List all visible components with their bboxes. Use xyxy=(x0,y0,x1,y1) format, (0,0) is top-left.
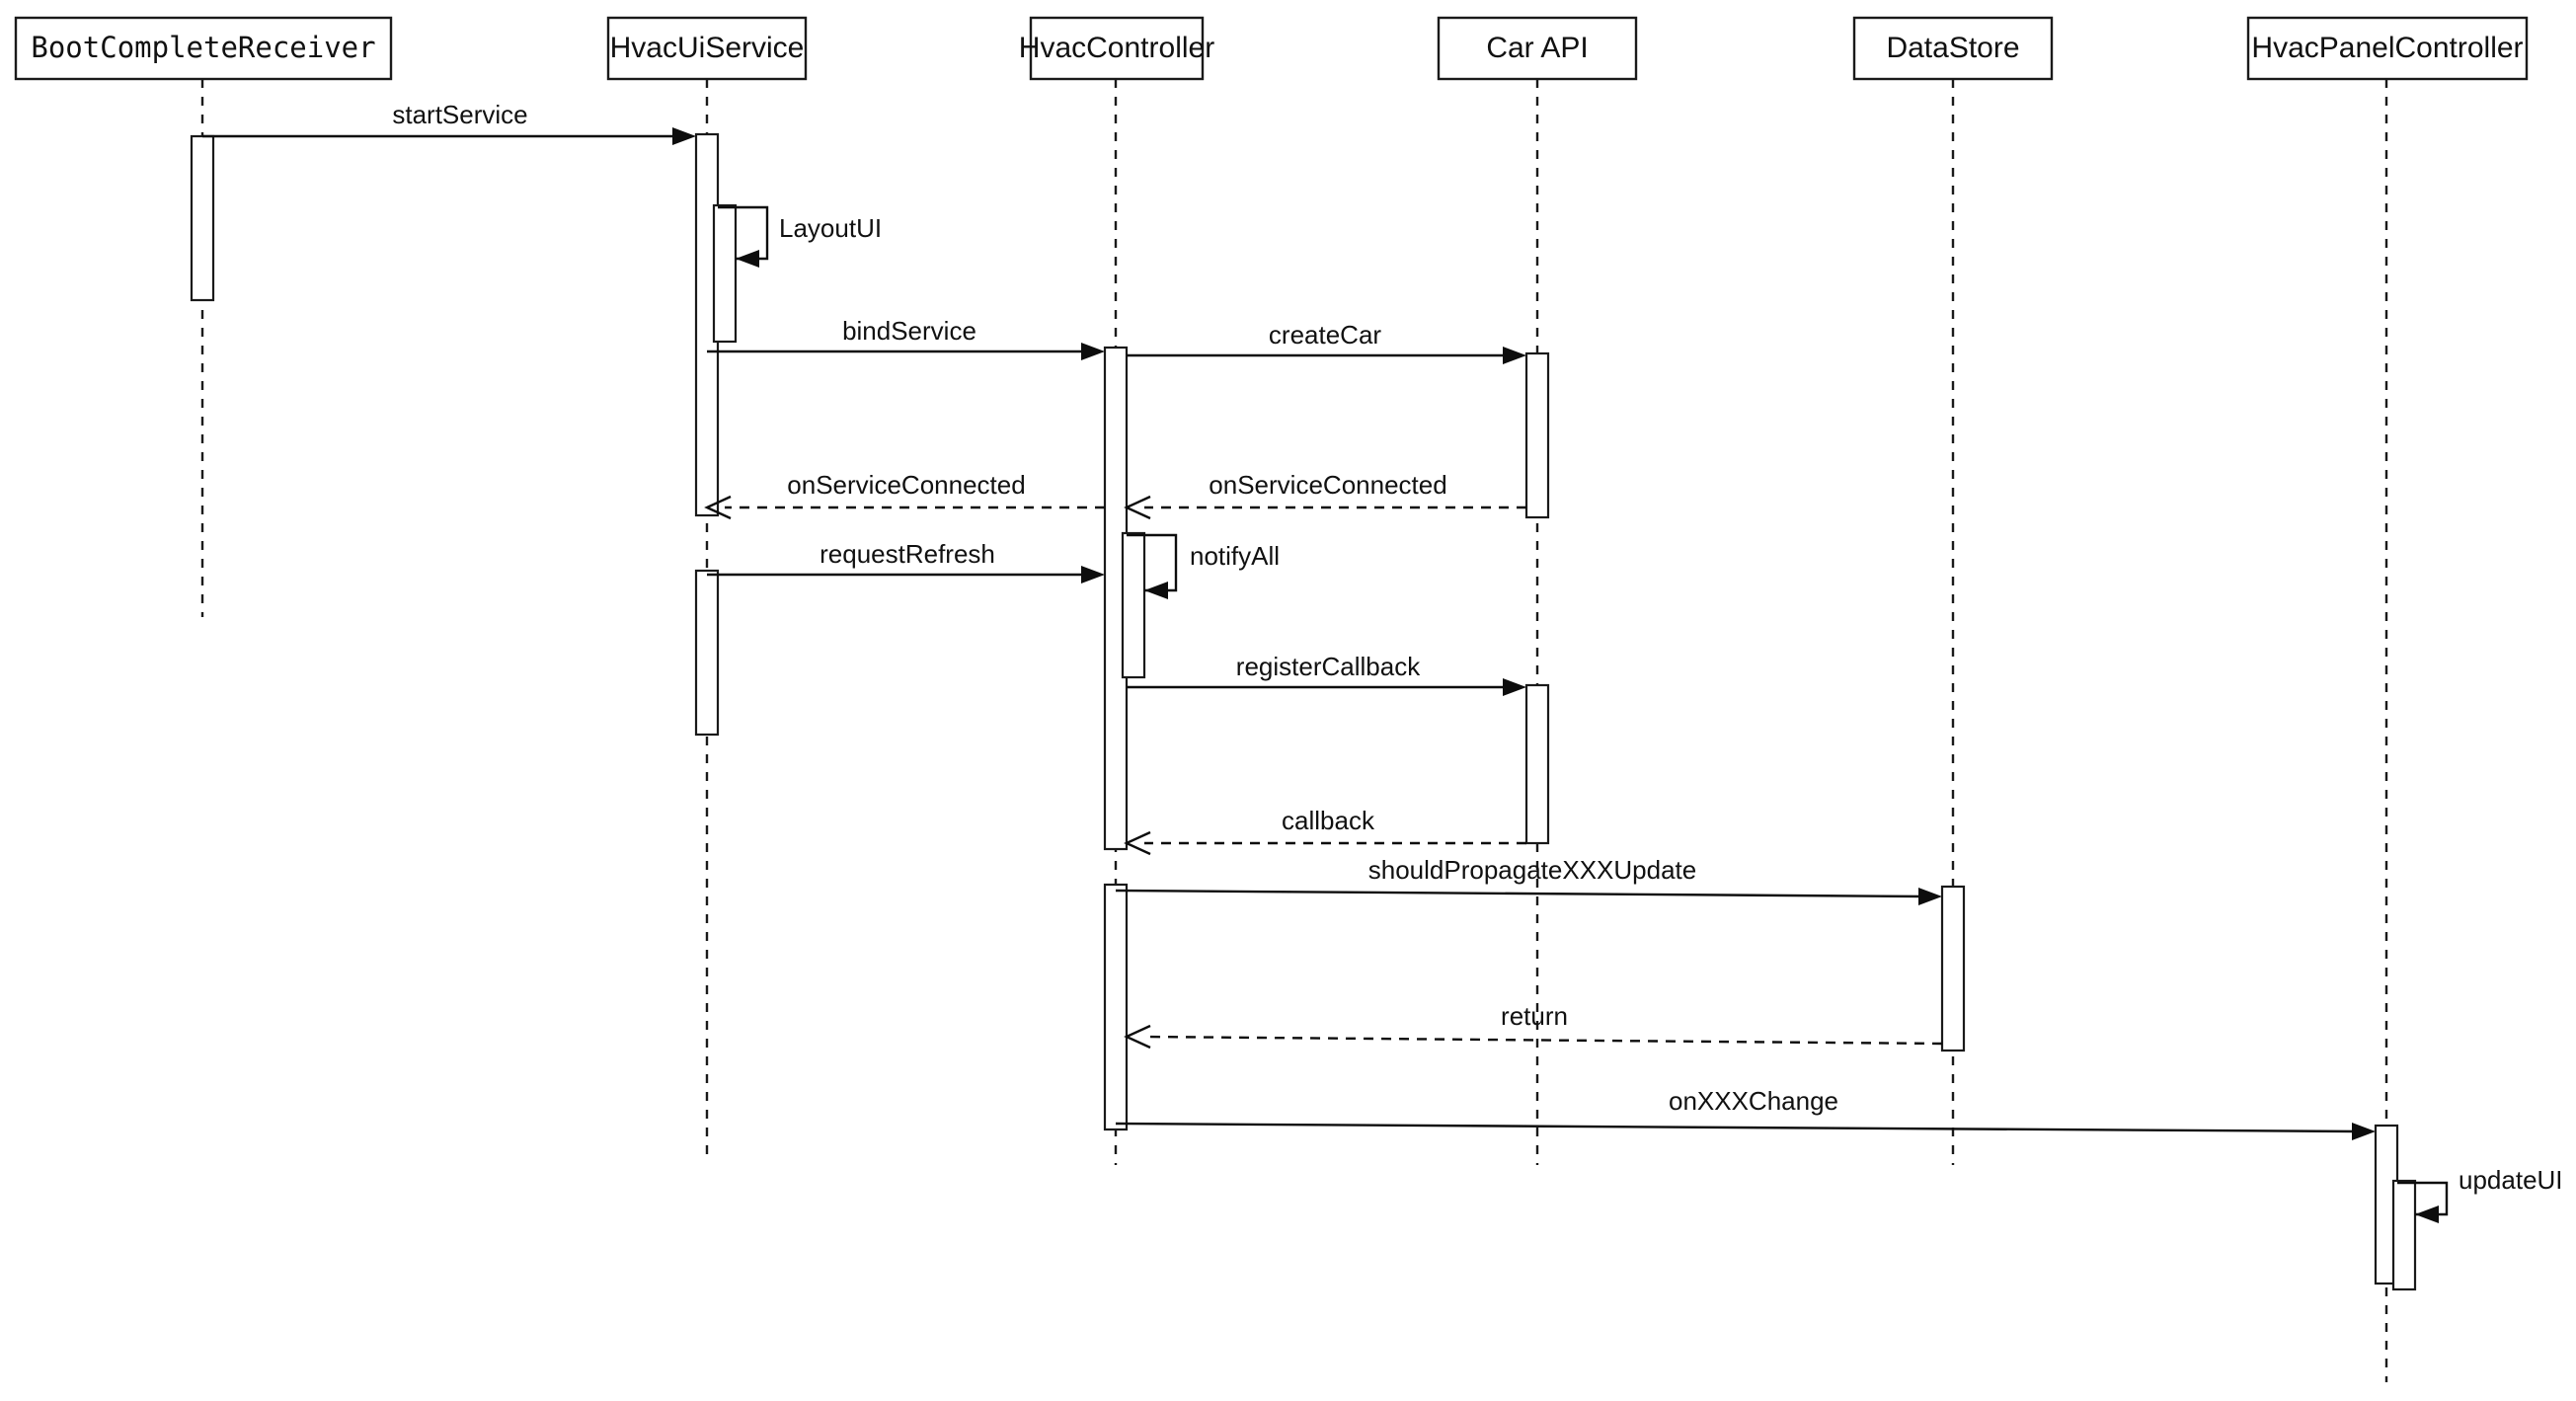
arrowhead-filled xyxy=(1503,347,1526,364)
participant-hvac-panel-controller[interactable]: HvacPanelController xyxy=(2246,16,2529,81)
arrowhead-filled xyxy=(2415,1206,2439,1223)
message-callback xyxy=(1124,830,1526,856)
arrowhead-filled xyxy=(736,250,759,268)
activation-bar-car-api xyxy=(1524,683,1550,845)
arrowhead-filled xyxy=(1144,582,1168,599)
message-label: onServiceConnected xyxy=(787,470,1025,500)
message-on-xxxchange xyxy=(1115,1122,2376,1140)
participant-box[interactable] xyxy=(14,16,393,81)
activation-bar-hvac-panel-controller xyxy=(2391,1179,2417,1291)
participant-data-store[interactable]: DataStore xyxy=(1852,16,2054,81)
message-label: shouldPropagateXXXUpdate xyxy=(1368,855,1696,885)
arrowhead-open xyxy=(1124,1024,1151,1050)
participant-box[interactable] xyxy=(606,16,808,81)
participant-box[interactable] xyxy=(2246,16,2529,81)
message-on-service-connected xyxy=(1124,495,1526,520)
message-arrow-group xyxy=(202,127,2449,1223)
arrowhead-open xyxy=(704,495,732,520)
activation-bar-hvac-controller xyxy=(1103,883,1129,1131)
activation-bar-hvac-controller xyxy=(1121,531,1146,679)
message-register-callback xyxy=(1127,678,1526,696)
participant-label: BootCompleteReceiver xyxy=(31,31,375,64)
arrowhead-filled xyxy=(1918,888,1942,905)
message-label: registerCallback xyxy=(1236,652,1421,681)
participant-label: HvacPanelController xyxy=(2251,32,2523,64)
participant-label: Car API xyxy=(1486,32,1588,64)
message-notify-all xyxy=(1127,533,1178,599)
activation-bar-hvac-ui-service xyxy=(694,569,720,737)
message-label: createCar xyxy=(1269,320,1381,350)
activation-bar-group xyxy=(190,132,2417,1291)
message-bind-service xyxy=(707,343,1105,360)
message-line xyxy=(1143,1035,1943,1046)
message-should-propagate-xxxupdate xyxy=(1115,888,1942,905)
arrowhead-filled xyxy=(1503,678,1526,696)
message-line xyxy=(1115,1122,2359,1133)
message-layout-ui xyxy=(718,205,769,268)
participant-label: DataStore xyxy=(1886,32,2019,64)
message-update-ui xyxy=(2397,1181,2449,1223)
participant-box[interactable] xyxy=(1029,16,1205,81)
activation-bar-boot-complete-receiver xyxy=(190,134,215,302)
message-label: callback xyxy=(1282,806,1375,835)
message-label: requestRefresh xyxy=(820,539,995,569)
participant-label: HvacController xyxy=(1019,32,1214,64)
message-create-car xyxy=(1127,347,1526,364)
message-label: notifyAll xyxy=(1190,541,1280,571)
message-label: startService xyxy=(392,100,527,129)
message-return xyxy=(1124,1024,1943,1050)
participant-boot-complete-receiver[interactable]: BootCompleteReceiver xyxy=(14,16,393,81)
arrowhead-filled xyxy=(672,127,696,145)
message-label: return xyxy=(1501,1001,1568,1031)
message-on-service-connected xyxy=(704,495,1105,520)
participant-car-api[interactable]: Car API xyxy=(1437,16,1638,81)
participant-hvac-controller[interactable]: HvacController xyxy=(1019,16,1214,81)
message-line xyxy=(1115,889,1925,898)
participant-label: HvacUiService xyxy=(610,32,805,64)
arrowhead-open xyxy=(1124,495,1151,520)
message-label: bindService xyxy=(842,316,976,346)
participant-box[interactable] xyxy=(1437,16,1638,81)
lifeline-group xyxy=(200,79,2388,1382)
message-label: updateUI xyxy=(2459,1165,2563,1195)
activation-bar-hvac-ui-service xyxy=(712,203,738,344)
arrowhead-filled xyxy=(1081,343,1105,360)
arrowhead-open xyxy=(1124,830,1151,856)
participant-box-group: BootCompleteReceiver HvacUiService HvacCon… xyxy=(14,16,2529,81)
participant-hvac-ui-service[interactable]: HvacUiService xyxy=(606,16,808,81)
message-request-refresh xyxy=(707,566,1105,584)
message-label: LayoutUI xyxy=(779,213,882,243)
arrowhead-filled xyxy=(2352,1123,2376,1140)
message-label: onXXXChange xyxy=(1669,1086,1838,1116)
participant-box[interactable] xyxy=(1852,16,2054,81)
activation-bar-car-api xyxy=(1524,351,1550,519)
activation-bar-data-store xyxy=(1940,885,1966,1052)
arrowhead-filled xyxy=(1081,566,1105,584)
message-label: onServiceConnected xyxy=(1209,470,1446,500)
message-start-service xyxy=(202,127,696,145)
